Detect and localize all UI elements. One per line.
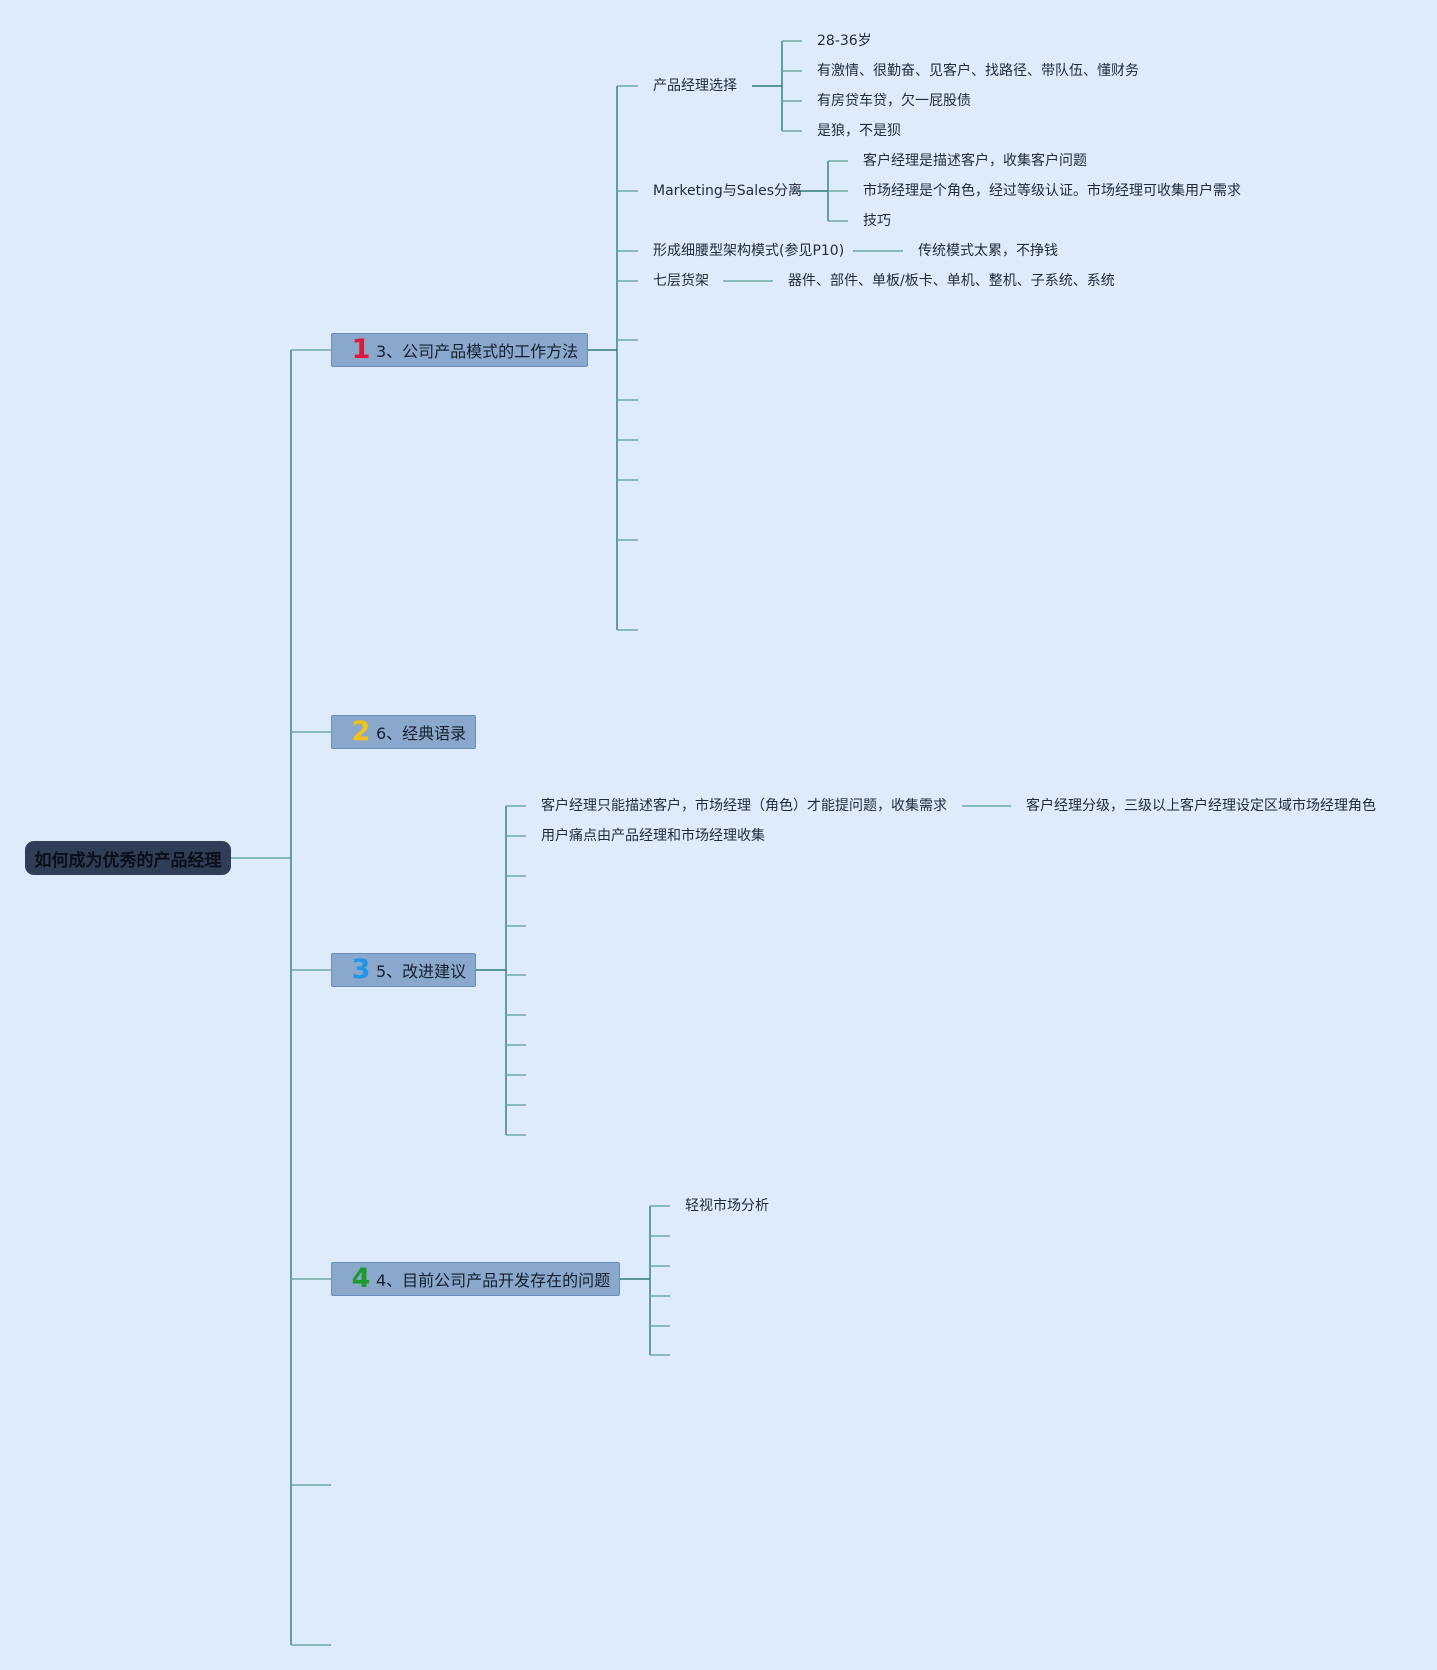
leaf-item[interactable]: 28-36岁: [817, 33, 872, 49]
branch-label: 3、公司产品模式的工作方法: [376, 342, 579, 361]
leaf-item[interactable]: 是狼，不是狈: [817, 123, 901, 139]
branch-label: 5、改进建议: [376, 962, 467, 981]
branch-current-problems[interactable]: 4 4、目前公司产品开发存在的问题: [331, 1262, 620, 1296]
leaf-item[interactable]: 客户经理是描述客户，收集客户问题: [863, 153, 1087, 169]
topic-marketing-sales[interactable]: Marketing与Sales分离: [653, 183, 803, 199]
topic-seven-shelf[interactable]: 七层货架: [653, 273, 709, 289]
branch-work-method[interactable]: 1 3、公司产品模式的工作方法: [331, 333, 588, 367]
leaf-item[interactable]: 有房贷车贷，欠一屁股债: [817, 93, 971, 109]
leaf-item[interactable]: 传统模式太累，不挣钱: [918, 243, 1058, 259]
root-topic-label: 如何成为优秀的产品经理: [34, 850, 222, 871]
number-1-icon: 1: [351, 334, 371, 365]
topic-pm-choice[interactable]: 产品经理选择: [653, 78, 737, 94]
leaf-item[interactable]: 客户经理分级，三级以上客户经理设定区域市场经理角色: [1026, 798, 1376, 814]
root-topic[interactable]: 如何成为优秀的产品经理: [25, 841, 231, 875]
topic-suggestion[interactable]: 客户经理只能描述客户，市场经理（角色）才能提问题，收集需求: [541, 798, 947, 814]
branch-classic-quotes[interactable]: 2 6、经典语录: [331, 715, 476, 749]
leaf-item[interactable]: 器件、部件、单板/板卡、单机、整机、子系统、系统: [788, 273, 1115, 289]
number-3-icon: 3: [351, 954, 371, 985]
topic-suggestion[interactable]: 用户痛点由产品经理和市场经理收集: [541, 828, 765, 844]
branch-improvement-suggestions[interactable]: 3 5、改进建议: [331, 953, 476, 987]
leaf-item[interactable]: 市场经理是个角色，经过等级认证。市场经理可收集用户需求: [863, 183, 1241, 199]
branch-label: 4、目前公司产品开发存在的问题: [376, 1271, 611, 1290]
topic-waist-architecture[interactable]: 形成细腰型架构模式(参见P10): [653, 243, 845, 259]
branch-label: 6、经典语录: [376, 724, 467, 743]
leaf-item[interactable]: 有激情、很勤奋、见客户、找路径、带队伍、懂财务: [817, 63, 1139, 79]
leaf-item[interactable]: 技巧: [863, 213, 891, 229]
number-4-icon: 4: [351, 1263, 371, 1294]
topic-problem[interactable]: 轻视市场分析: [685, 1198, 769, 1214]
number-2-icon: 2: [351, 716, 371, 747]
